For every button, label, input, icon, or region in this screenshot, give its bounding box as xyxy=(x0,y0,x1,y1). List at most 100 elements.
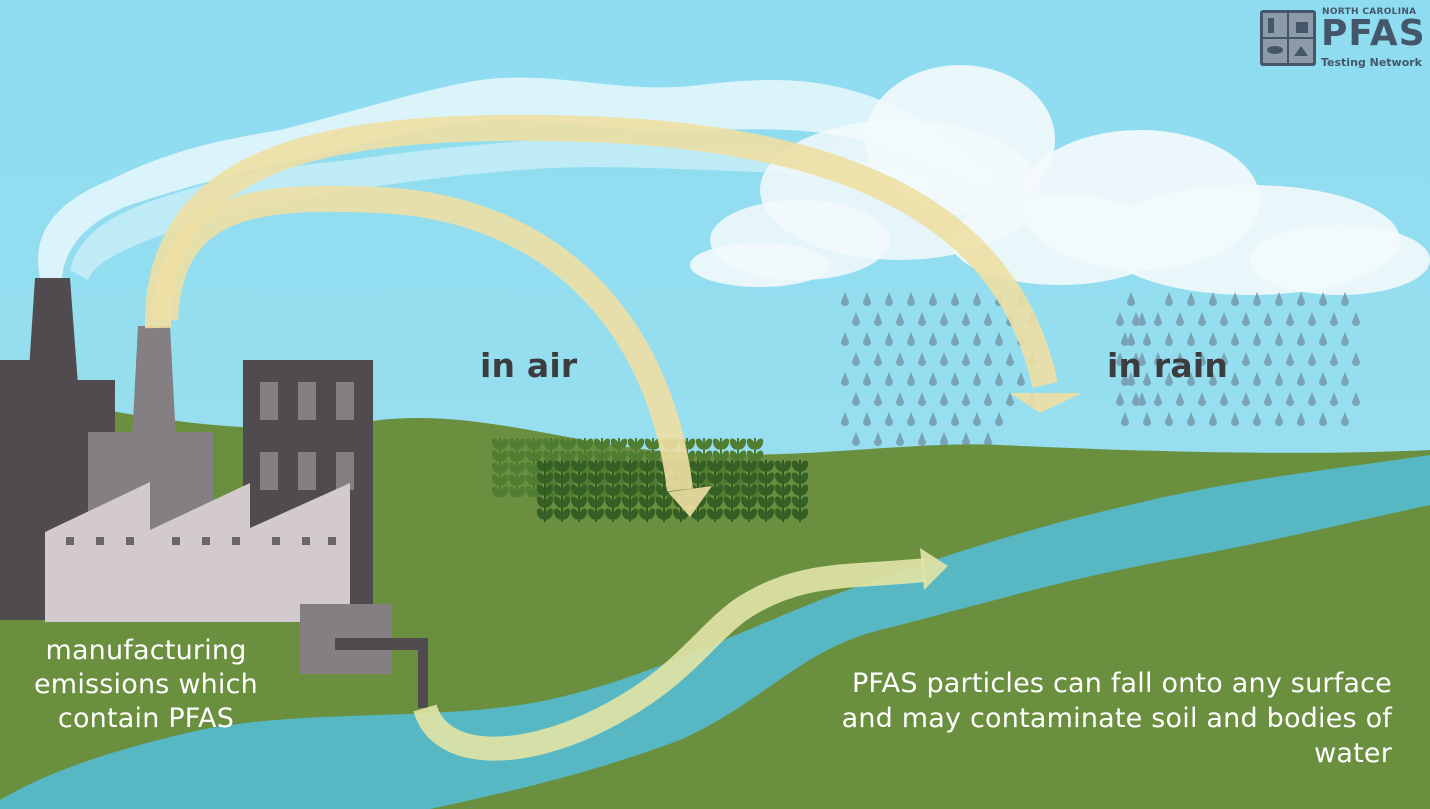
raindrop-icon xyxy=(1165,292,1173,306)
crop-leaf xyxy=(638,472,648,484)
raindrop-icon xyxy=(885,412,893,426)
crop-leaf xyxy=(765,508,775,520)
raindrop-icon xyxy=(1341,412,1349,426)
crop-leaf xyxy=(610,438,620,450)
raindrop-icon xyxy=(841,292,849,306)
crop-leaf xyxy=(559,450,569,462)
raindrop-icon xyxy=(1116,312,1124,326)
crop-leaf xyxy=(516,438,526,450)
cloud-icon xyxy=(690,65,1430,295)
crop-leaf xyxy=(663,508,673,520)
crop-leaf xyxy=(782,508,792,520)
crop-leaf xyxy=(791,496,801,508)
crop-leaf xyxy=(714,472,724,484)
raindrop-icon xyxy=(1242,352,1250,366)
crop-leaf xyxy=(652,450,662,462)
raindrop-icon xyxy=(1143,372,1151,386)
crop-leaf xyxy=(663,496,673,508)
raindrop-icon xyxy=(1231,412,1239,426)
raindrop-icon xyxy=(1176,312,1184,326)
source-label: manufacturing emissions which contain PF… xyxy=(34,635,258,734)
raindrop-icon xyxy=(951,412,959,426)
raindrop-icon xyxy=(995,412,1003,426)
raindrop-icon xyxy=(841,412,849,426)
crop-leaf xyxy=(561,460,571,472)
raindrop-icon xyxy=(1132,352,1140,366)
crop-leaf xyxy=(525,474,535,486)
raindrop-icon xyxy=(1165,412,1173,426)
crop-leaf xyxy=(720,450,730,462)
crop-leaf xyxy=(689,460,699,472)
raindrop-icon xyxy=(995,332,1003,346)
raindrop-icon xyxy=(1138,392,1146,406)
crop-leaf xyxy=(646,484,656,496)
crop-leaf xyxy=(536,472,546,484)
crop-leaf xyxy=(553,460,563,472)
crop-leaf xyxy=(629,484,639,496)
crop-leaf xyxy=(731,508,741,520)
crop-leaf xyxy=(595,508,605,520)
crop-leaf xyxy=(593,438,603,450)
crop-leaf xyxy=(508,462,518,474)
raindrop-icon xyxy=(863,332,871,346)
raindrop-icon xyxy=(1176,392,1184,406)
crop-leaf xyxy=(578,484,588,496)
raindrop-icon xyxy=(929,332,937,346)
arrow-to-rain xyxy=(144,114,1058,388)
crop-leaf xyxy=(542,450,552,462)
crop-icon xyxy=(491,438,809,522)
crop-leaf xyxy=(765,484,775,496)
crop-leaf xyxy=(595,472,605,484)
crop-leaf xyxy=(561,472,571,484)
crop-leaf xyxy=(508,486,518,498)
logo-state: NORTH CAROLINA xyxy=(1322,7,1417,17)
crop-leaf xyxy=(740,496,750,508)
crop-leaf xyxy=(774,460,784,472)
crop-leaf xyxy=(544,496,554,508)
raindrop-icon xyxy=(984,392,992,406)
raindrop-icon xyxy=(1275,292,1283,306)
crop-leaf xyxy=(604,460,614,472)
raindrop-icon xyxy=(1132,392,1140,406)
crop-leaf xyxy=(646,472,656,484)
crop-leaf xyxy=(697,508,707,520)
raindrop-icon xyxy=(1017,372,1025,386)
crop-leaf xyxy=(491,438,501,450)
crop-leaf xyxy=(799,460,809,472)
raindrop-icon xyxy=(841,332,849,346)
crop-leaf xyxy=(621,484,631,496)
crop-leaf xyxy=(729,438,739,450)
crop-leaf xyxy=(635,438,645,450)
raindrop-icon xyxy=(1341,332,1349,346)
crop-leaf xyxy=(703,450,713,462)
raindrop-icon xyxy=(863,292,871,306)
raindrop-icon xyxy=(1352,312,1360,326)
crop-leaf xyxy=(638,496,648,508)
river xyxy=(0,455,1430,809)
crop-leaf xyxy=(499,486,509,498)
raindrop-icon xyxy=(907,332,915,346)
raindrop-icon xyxy=(1242,392,1250,406)
crop-leaf xyxy=(697,460,707,472)
raindrop-icon xyxy=(885,372,893,386)
crop-leaf xyxy=(536,484,546,496)
smokestack-icon xyxy=(28,278,78,385)
crop-leaf xyxy=(533,438,543,450)
smoke-plume xyxy=(38,77,990,280)
raindrop-icon xyxy=(1231,332,1239,346)
arrow-head-crops xyxy=(668,486,712,517)
raindrop-icon xyxy=(1242,312,1250,326)
crop-leaf xyxy=(748,484,758,496)
raindrop-icon xyxy=(1330,312,1338,326)
raindrop-icon xyxy=(1297,372,1305,386)
crop-leaf xyxy=(578,508,588,520)
crop-leaf xyxy=(621,508,631,520)
crop-leaf xyxy=(791,508,801,520)
crop-leaf xyxy=(655,484,665,496)
raindrop-icon xyxy=(1341,292,1349,306)
crop-leaf xyxy=(646,496,656,508)
crop-leaf xyxy=(516,486,526,498)
crop-leaf xyxy=(570,460,580,472)
raindrop-icon xyxy=(973,372,981,386)
crop-leaf xyxy=(544,484,554,496)
